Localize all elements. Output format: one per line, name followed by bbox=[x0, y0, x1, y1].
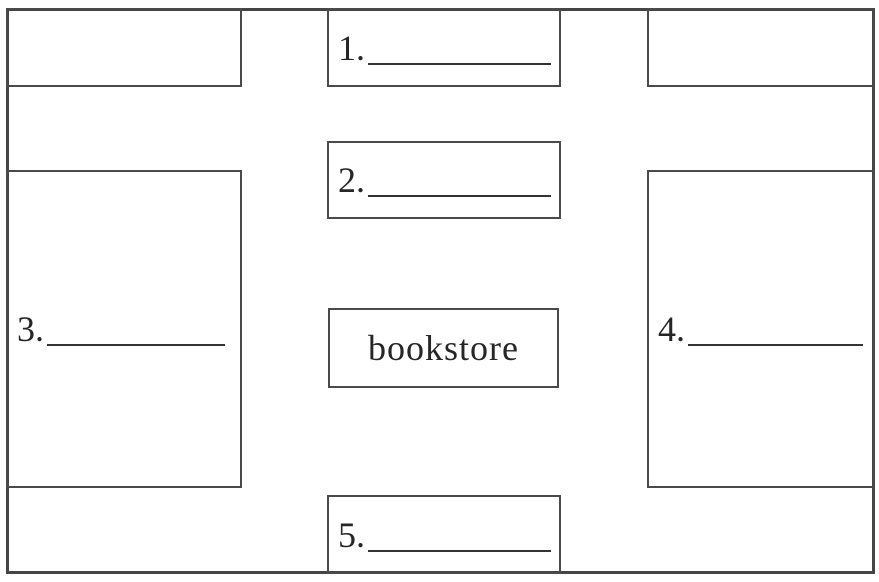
building-3-blank-line bbox=[47, 344, 225, 346]
bookstore-label: bookstore bbox=[368, 328, 519, 368]
building-2-label: 2. bbox=[338, 160, 365, 200]
building-1-row: 1. bbox=[338, 27, 551, 69]
building-5-row: 5. bbox=[338, 514, 551, 556]
block-top-left bbox=[6, 8, 242, 87]
building-1: 1. bbox=[327, 8, 561, 87]
building-2-row: 2. bbox=[338, 159, 551, 201]
building-1-blank-line bbox=[368, 62, 551, 65]
building-3-row: 3. bbox=[17, 308, 225, 350]
building-5: 5. bbox=[327, 495, 561, 574]
building-2-blank-line bbox=[368, 195, 551, 197]
building-2: 2. bbox=[327, 141, 561, 219]
building-5-blank-line bbox=[368, 549, 551, 552]
building-3: 3. bbox=[6, 170, 242, 488]
block-top-right bbox=[647, 8, 875, 87]
building-4-row: 4. bbox=[658, 308, 863, 350]
building-1-label: 1. bbox=[338, 27, 365, 68]
building-4-blank-line bbox=[688, 344, 863, 346]
building-3-label: 3. bbox=[17, 309, 44, 349]
building-4: 4. bbox=[647, 170, 875, 488]
building-5-label: 5. bbox=[338, 514, 365, 555]
building-4-label: 4. bbox=[658, 309, 685, 349]
bookstore-building: bookstore bbox=[328, 308, 559, 388]
